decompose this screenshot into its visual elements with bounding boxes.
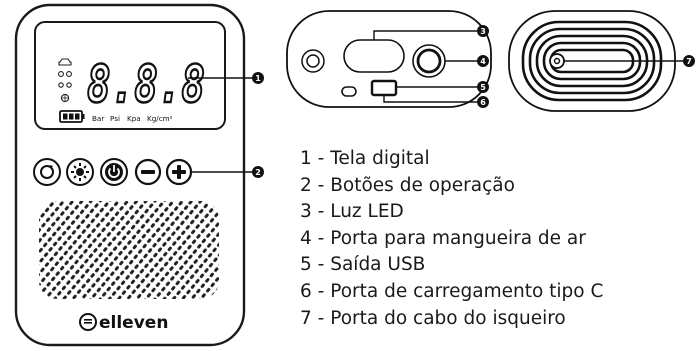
mode-icons [58,58,72,103]
display-screen [34,21,226,130]
motorbike-icon [58,82,64,88]
callout-1: 1 [252,72,264,84]
operation-buttons [33,158,193,186]
bicycle-icon [58,71,64,77]
side-screw [301,49,325,73]
callout-3-label: 3 [480,27,486,36]
leader-line-3 [373,30,477,40]
car-icon [58,58,72,66]
vent-grille [39,201,219,299]
callout-5-label: 5 [480,83,486,92]
callout-2: 2 [252,166,264,178]
side-outline [286,10,492,108]
legend-item: 4 - Porta para mangueira de ar [300,227,586,249]
callout-6: 6 [477,96,489,108]
power-icon [108,167,120,178]
legend-number: 2 [300,174,312,196]
legend-text: Saída USB [330,254,426,276]
device-front: 8.8.8 Bar Psi Kpa Kg/cm² [14,3,246,347]
legend-number: 6 [300,280,312,302]
legend-number: 3 [300,201,312,223]
legend-text: Botões de operação [330,174,515,196]
callout-4: 4 [477,55,489,67]
cycle-mode-button[interactable] [33,158,61,186]
callout-1-label: 1 [255,74,261,83]
brand-name: elleven [99,313,168,333]
unit-psi: Psi [110,114,120,123]
display-digits: 8.8.8 [87,55,205,115]
legend-item: 3 - Luz LED [300,201,404,223]
legend-item: 7 - Porta do cabo do isqueiro [300,307,566,329]
legend-number: 5 [300,254,312,276]
legend-number: 4 [300,227,312,249]
legend-text: Porta do cabo do isqueiro [330,307,566,329]
device-side-view [286,10,492,108]
callout-7: 7 [683,55,695,67]
usb-c-port [341,86,357,97]
callout-2-label: 2 [255,168,261,177]
legend-number: 1 [300,148,312,169]
callout-5: 5 [477,81,489,93]
legend-item: 2 - Botões de operação [300,174,515,196]
legend-text: Luz LED [330,201,404,223]
plus-button[interactable] [165,158,193,186]
brand-logo: elleven [79,313,168,333]
callout-6-label: 6 [480,98,486,107]
sun-icon [71,163,89,181]
power-button[interactable] [100,158,128,186]
unit-bar: Bar [92,114,104,123]
legend-text: Porta de carregamento tipo C [330,280,604,302]
unit-kpa: Kpa [127,114,141,123]
legend-item: 5 - Saída USB [300,254,426,276]
lighter-cable-port [549,53,565,69]
legend-text: Porta para mangueira de ar [330,227,586,249]
parts-legend: 1 - Tela digital 2 - Botões de operação … [300,146,603,332]
legend-item: 6 - Porta de carregamento tipo C [300,280,604,302]
callout-7-label: 7 [686,57,692,66]
leader-line-6 [383,95,477,103]
legend-text: Tela digital [330,148,430,169]
callout-3: 3 [477,25,489,37]
ball-icon [60,93,70,103]
legend-item: 1 - Tela digital [300,148,430,169]
legend-number: 7 [300,307,312,329]
battery-icon [59,110,85,123]
brand-icon [79,313,97,331]
callout-4-label: 4 [480,57,486,66]
light-button[interactable] [66,158,94,186]
unit-kgcm2: Kg/cm² [147,114,173,123]
minus-button[interactable] [134,158,162,186]
